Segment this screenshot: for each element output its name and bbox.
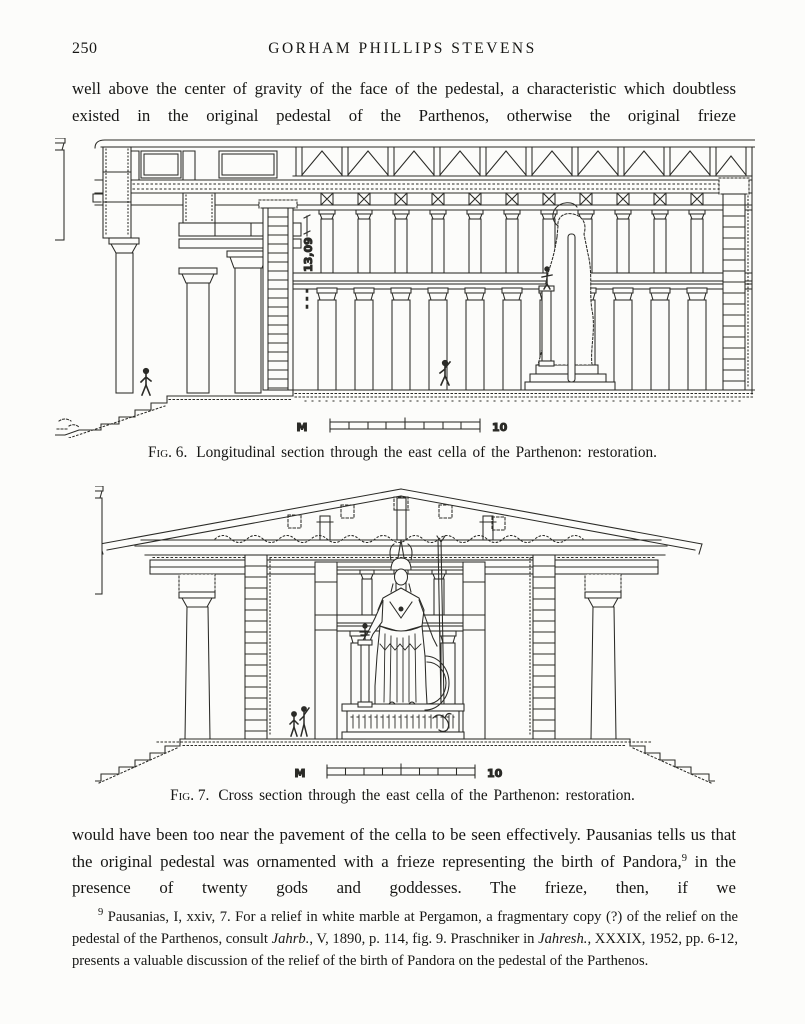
roof-lines	[94, 139, 755, 395]
ground-steps	[95, 738, 715, 784]
footnote: 9 Pausanias, I, xxiv, 7. For a relief in…	[72, 906, 738, 972]
statue-pedestal	[341, 703, 465, 740]
athena-statue-front	[357, 535, 452, 733]
running-head: GORHAM PHILLIPS STEVENS	[268, 40, 537, 57]
figure6-caption: Fig. 6. Longitudinal section through the …	[0, 444, 805, 462]
page-number: 250	[72, 40, 98, 57]
ground-steps	[55, 389, 755, 438]
footnote-reference: 9	[681, 852, 687, 864]
scale-figure	[139, 367, 153, 397]
figure6-caption-text: Longitudinal section through the east ce…	[196, 444, 657, 461]
scale-bar-10-label: 10	[492, 421, 508, 434]
figure7-drawing: M 10	[95, 486, 715, 784]
door-wall	[258, 199, 298, 391]
scale-bar-10-label: 10	[487, 767, 503, 780]
cella-wall-piers	[244, 554, 556, 740]
footnote-journal-jahresh: Jahresh.	[538, 931, 588, 947]
scale-bar: M 10	[296, 417, 508, 435]
east-wall-pier	[718, 177, 750, 391]
body-text-before-footnote-ref: would have been too near the pavement of…	[72, 825, 736, 871]
figure7-caption-label: Fig. 7.	[170, 787, 210, 804]
dimension-text: 13,09	[302, 237, 315, 272]
scale-bar-m-label: M	[295, 767, 306, 780]
footnote-journal-jahrb: Jahrb.	[271, 931, 310, 947]
figure7-caption-text: Cross section through the east cella of …	[218, 787, 635, 804]
pediment	[99, 488, 703, 555]
scale-figure	[288, 711, 300, 737]
body-paragraph: would have been too near the pavement of…	[72, 822, 736, 902]
roof-truss	[94, 146, 753, 190]
figure6-drawing: 13,09	[55, 138, 755, 438]
upper-colonnade	[55, 138, 753, 290]
beam-row	[94, 192, 753, 211]
scale-figure	[438, 359, 452, 387]
figure7-caption: Fig. 7. Cross section through the east ce…	[0, 787, 805, 805]
dimension-label: 13,09	[301, 214, 316, 309]
figure6-caption-label: Fig. 6.	[148, 444, 188, 461]
footnote-number: 9	[98, 907, 104, 918]
footnote-text: , V, 1890, p. 114, fig. 9. Praschniker i…	[309, 931, 539, 947]
scale-figure	[298, 706, 311, 737]
footnote-text: , XXXIX, 1952, pp. 6-12, presents a valu…	[72, 931, 739, 969]
footnote-text: Pausanias, I, xxiv, 7. For a relief in w…	[72, 909, 738, 947]
lower-colonnade	[55, 138, 708, 391]
body-text-after-footnote-ref: in the presence of twenty gods and godde…	[72, 851, 736, 898]
scale-bar-m-label: M	[297, 421, 308, 434]
intro-paragraph: well above the center of gravity of the …	[72, 79, 736, 125]
athena-statue-profile	[524, 202, 616, 391]
outer-columns	[178, 573, 622, 740]
scale-bar: M 10	[294, 763, 503, 781]
